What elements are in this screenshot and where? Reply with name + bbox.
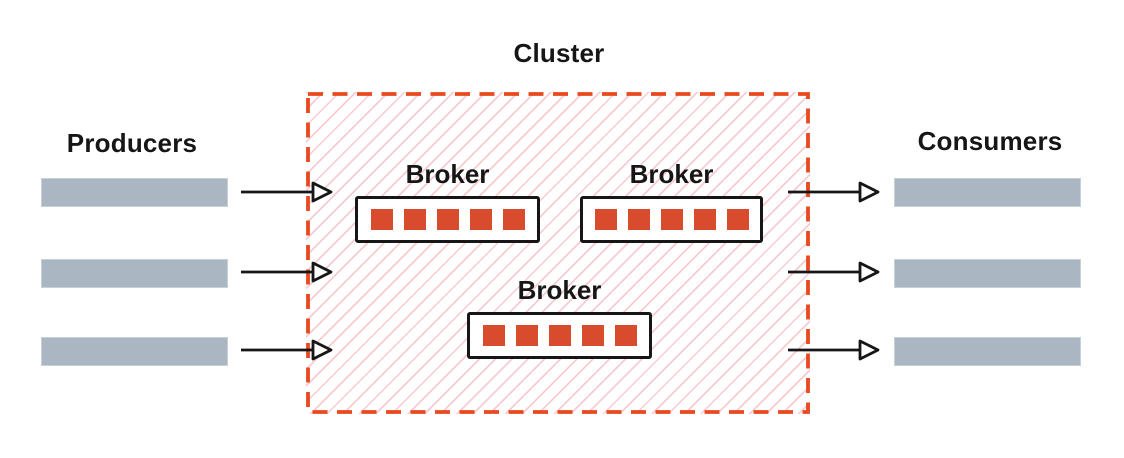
partition-square — [403, 209, 426, 230]
partition-square — [515, 325, 538, 346]
broker-1: Broker — [355, 158, 540, 243]
broker-3: Broker — [467, 274, 652, 359]
consumer-lane-3 — [894, 337, 1081, 366]
producer-arrow-2 — [241, 261, 333, 283]
consumer-lane-2 — [894, 259, 1081, 288]
partition-square — [594, 209, 617, 230]
consumer-arrow-2 — [788, 261, 880, 283]
partition-square — [614, 325, 637, 346]
consumer-lane-1 — [894, 178, 1081, 207]
producer-lane-1 — [41, 178, 228, 207]
broker-2: Broker — [580, 158, 763, 243]
partition-square — [693, 209, 716, 230]
consumers-title: Consumers — [917, 126, 1063, 156]
producer-arrow-1 — [241, 181, 333, 203]
partition-square — [482, 325, 505, 346]
partition-square — [548, 325, 571, 346]
consumer-arrow-1 — [788, 181, 880, 203]
broker-1-label: Broker — [405, 159, 490, 189]
partition-square — [581, 325, 604, 346]
partition-square — [436, 209, 459, 230]
partition-square — [469, 209, 492, 230]
producer-arrow-3 — [241, 339, 333, 361]
broker-2-label: Broker — [629, 159, 714, 189]
cluster-title: Cluster — [513, 38, 605, 68]
cluster-boundary — [306, 92, 810, 414]
partition-square — [502, 209, 525, 230]
partition-square — [726, 209, 749, 230]
broker-2-box — [580, 196, 763, 243]
broker-3-label: Broker — [517, 275, 602, 305]
broker-3-box — [467, 312, 652, 359]
partition-square — [370, 209, 393, 230]
producer-lane-2 — [41, 259, 228, 288]
producer-lane-3 — [41, 337, 228, 366]
consumer-arrow-3 — [788, 339, 880, 361]
partition-square — [627, 209, 650, 230]
broker-1-box — [355, 196, 540, 243]
partition-square — [660, 209, 683, 230]
cluster-dashed-border — [306, 92, 810, 414]
producers-title: Producers — [66, 128, 198, 158]
